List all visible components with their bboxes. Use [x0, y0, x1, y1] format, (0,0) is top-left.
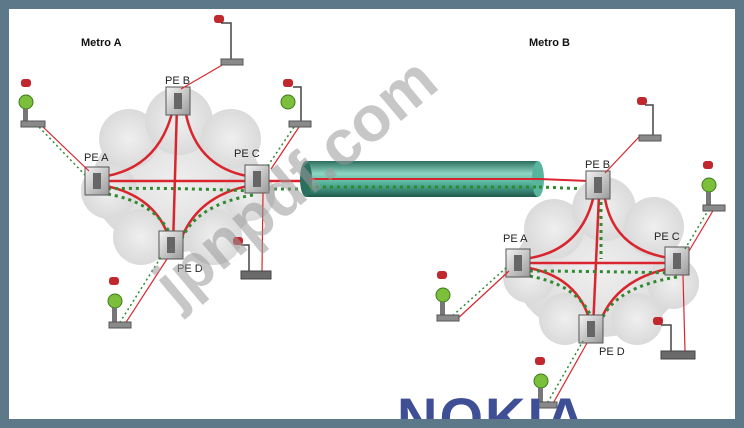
metro-b-access-links [448, 136, 715, 408]
metro-a-ce-bottom-right [233, 237, 272, 280]
metro-a-ce-bottom-left [107, 277, 132, 329]
metro-a-pe-b: PE B [165, 75, 191, 116]
metro-a-pe-c: PE C [234, 148, 270, 194]
metro-b-ce-left [435, 271, 460, 322]
metro-a-pe-d-label: PE D [177, 263, 203, 275]
metro-b-cloud [503, 177, 699, 345]
metro-b-pe-d: PE D [578, 314, 625, 358]
metro-b-pe-a-label: PE A [503, 233, 528, 245]
metro-a-title: Metro A [81, 37, 122, 49]
metro-a-pe-a: PE A [84, 152, 110, 196]
metro-b-pe-d-label: PE D [599, 346, 625, 358]
metro-b-pe-b: PE B [585, 159, 611, 200]
metro-b-ce-right [701, 161, 726, 212]
metro-b-ce-bottom-right [653, 317, 696, 360]
metro-b-ce-bottom [533, 357, 558, 409]
metro-b-pe-c-label: PE C [654, 231, 680, 243]
diagram-canvas: Metro A [9, 9, 735, 419]
metro-a-pe-b-label: PE B [165, 75, 190, 87]
nokia-logo: NOKIA [397, 386, 587, 419]
network-diagram: Metro A [18, 15, 726, 419]
metro-b-green-links [522, 195, 678, 322]
metro-b-pe-b-label: PE B [585, 159, 610, 171]
metro-a-ce-left [18, 79, 46, 128]
metro-a-access-links [38, 63, 300, 328]
metro-a-ce-right [280, 79, 312, 128]
metro-b-ce-top [637, 97, 662, 142]
inter-metro-tunnel [300, 161, 590, 197]
metro-a-pe-c-label: PE C [234, 148, 260, 160]
metro-a-ce-top [214, 15, 244, 66]
metro-a-pe-a-label: PE A [84, 152, 109, 164]
metro-b-pe-c: PE C [654, 231, 690, 276]
metro-a-pe-d: PE D [158, 230, 203, 275]
metro-b-pe-a: PE A [503, 233, 531, 278]
metro-b-title: Metro B [529, 37, 570, 49]
